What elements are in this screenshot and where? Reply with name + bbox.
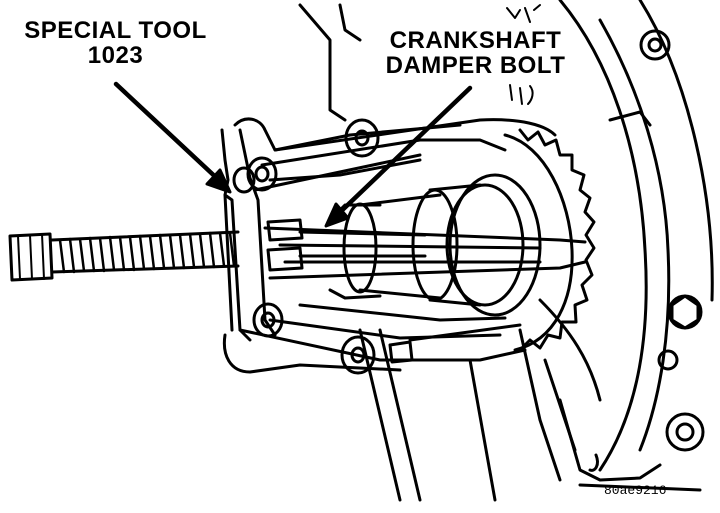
special-tool-name: SPECIAL TOOL — [24, 17, 207, 44]
damper-bolt-label: CRANKSHAFT DAMPER BOLT — [368, 27, 583, 80]
forcing-screw — [8, 230, 240, 282]
engine-timing-cover — [298, 0, 714, 492]
figure-code: 80ae9216 — [604, 483, 667, 498]
callout-arrows — [113, 81, 473, 228]
damper-bolt-line2: DAMPER BOLT — [385, 52, 566, 80]
puller-yoke — [220, 128, 284, 342]
special-tool-label: SPECIAL TOOL 1023 — [8, 17, 223, 70]
damper-bolt-line1: CRANKSHAFT — [389, 27, 562, 54]
puller-shaft — [263, 203, 587, 300]
special-tool-number: 1023 — [87, 42, 144, 70]
